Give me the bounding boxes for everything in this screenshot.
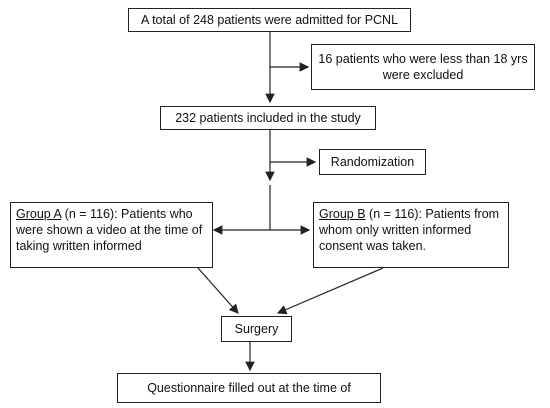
excluded-text-line2: were excluded <box>382 68 464 82</box>
arrow-group-b-to-surgery <box>276 267 384 315</box>
group-b-text: (n = 116): Patients from whom only writt… <box>319 207 500 253</box>
included-box: 232 patients included in the study <box>160 106 376 130</box>
group-a-label: Group A <box>16 207 62 221</box>
admitted-text: A total of 248 patients were admitted fo… <box>140 13 399 27</box>
randomization-box: Randomization <box>319 149 426 175</box>
group-b-box: Group B (n = 116): Patients from whom on… <box>313 202 509 268</box>
group-b-label: Group B <box>319 207 366 221</box>
group-a-box: Group A (n = 116): Patients who were sho… <box>10 202 213 268</box>
randomization-text: Randomization <box>330 155 415 169</box>
questionnaire-box: Questionnaire filled out at the time of <box>117 373 381 403</box>
admitted-box: A total of 248 patients were admitted fo… <box>128 8 411 32</box>
included-text: 232 patients included in the study <box>175 111 361 125</box>
surgery-text: Surgery <box>234 322 279 336</box>
excluded-box: 16 patients who were less than 18 yrs we… <box>311 44 535 90</box>
excluded-text-line1: 16 patients who were less than 18 yrs <box>318 52 528 66</box>
group-a-text: (n = 116): Patients who were shown a vid… <box>16 207 203 253</box>
questionnaire-text: Questionnaire filled out at the time of <box>147 381 351 395</box>
arrow-group-a-to-surgery <box>197 267 239 314</box>
surgery-box: Surgery <box>221 316 292 342</box>
